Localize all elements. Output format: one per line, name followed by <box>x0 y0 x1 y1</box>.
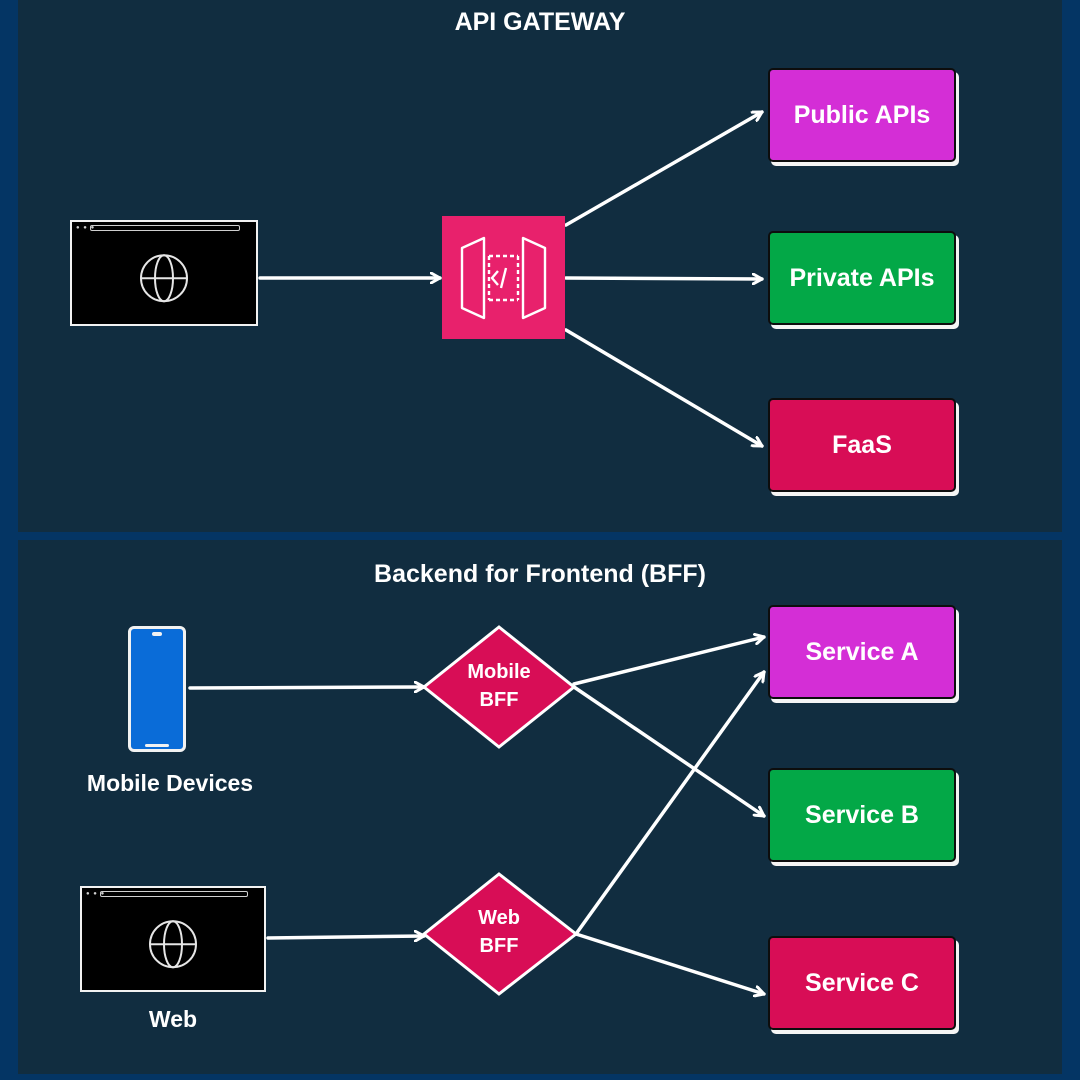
mobile-bff-label: Mobile BFF <box>439 658 559 714</box>
service-c-box: Service C <box>768 936 956 1030</box>
smartphone-icon <box>128 626 186 752</box>
mobile-devices-label: Mobile Devices <box>86 770 254 796</box>
api-gateway-title: API GATEWAY <box>454 8 626 36</box>
web-browser-window-icon: ● ● ● <box>80 886 266 992</box>
web-bff-label-line1: Web <box>478 907 520 929</box>
mobile-bff-label-line1: Mobile <box>467 661 531 683</box>
globe-icon <box>149 920 197 969</box>
private-apis-box: Private APIs <box>768 231 956 325</box>
browser-window-icon: ● ● ● <box>70 220 258 326</box>
web-label: Web <box>148 1006 198 1032</box>
web-bff-label: Web BFF <box>439 904 559 960</box>
service-a-box: Service A <box>768 605 956 699</box>
public-apis-box: Public APIs <box>768 68 956 162</box>
service-b-box: Service B <box>768 768 956 862</box>
api-gateway-icon <box>442 216 565 339</box>
faas-box: FaaS <box>768 398 956 492</box>
web-bff-label-line2: BFF <box>479 935 519 957</box>
globe-icon <box>140 254 188 303</box>
mobile-bff-label-line2: BFF <box>479 689 519 711</box>
bff-title: Backend for Frontend (BFF) <box>374 560 706 588</box>
